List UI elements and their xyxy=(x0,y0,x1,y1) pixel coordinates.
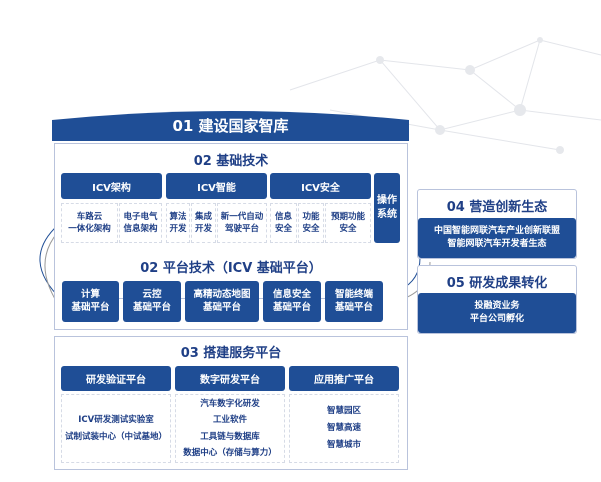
group-header-icv-arch: ICV架构 xyxy=(61,173,162,199)
platform-box: 高精动态地图 基础平台 xyxy=(185,281,259,322)
service-item: 工具链与数据库 xyxy=(200,431,260,442)
tech-cell: 集成 开发 xyxy=(191,203,216,243)
group-header-icv-intel: ICV智能 xyxy=(166,173,267,199)
service-item: ICV研发测试实验室 xyxy=(78,414,154,425)
group-header-icv-security: ICV安全 xyxy=(270,173,371,199)
s03-title: 03 搭建服务平台 xyxy=(180,346,282,361)
service-header: 应用推广平台 xyxy=(289,366,399,391)
roof-banner xyxy=(52,111,409,141)
service-list: 汽车数字化研发 工业软件 工具链与数据库 数据中心（存储与算力） xyxy=(175,394,285,463)
service-item: 智慧园区 xyxy=(326,406,361,416)
service-header: 数字研发平台 xyxy=(175,366,285,391)
s04-body: 中国智能网联汽车产业创新联盟 智能网联汽车开发者生态 xyxy=(418,218,576,258)
platform-box: 计算 基础平台 xyxy=(62,281,119,322)
service-list: ICV研发测试实验室 试制试装中心（中试基地） xyxy=(61,394,171,463)
platform-title: 02 平台技术（ICV 基础平台） xyxy=(140,261,322,276)
tech-cell: 功能 安全 xyxy=(298,203,324,243)
platform-box: 智能终端 基础平台 xyxy=(325,281,383,322)
s03-frame xyxy=(54,336,408,470)
s01-title: 01 建设国家智库 xyxy=(172,117,289,135)
platform-box: 信息安全 基础平台 xyxy=(263,281,321,322)
service-list: 智慧园区 智慧高速 智慧城市 xyxy=(289,394,399,463)
tech-cell: 新一代自动 驾驶平台 xyxy=(217,203,267,243)
tech-cell: 算法 开发 xyxy=(166,203,190,243)
service-item: 数据中心（存储与算力） xyxy=(183,447,277,458)
os-box: 操作 系统 xyxy=(374,173,400,243)
tech-cell: 车路云 一体化架构 xyxy=(61,203,118,243)
service-item: 工业软件 xyxy=(212,415,247,426)
platform-box: 云控 基础平台 xyxy=(123,281,181,322)
service-item: 试制试装中心（中试基地） xyxy=(64,431,167,442)
s04-title: 04 营造创新生态 xyxy=(446,200,548,215)
s05-title: 05 研发成果转化 xyxy=(446,276,548,291)
service-header: 研发验证平台 xyxy=(61,366,171,391)
service-item: 汽车数字化研发 xyxy=(200,399,260,410)
service-item: 智慧城市 xyxy=(326,440,361,450)
s02-title: 02 基础技术 xyxy=(193,154,269,169)
service-item: 智慧高速 xyxy=(326,423,361,433)
tech-cell: 电子电气 信息架构 xyxy=(119,203,162,243)
tech-cell: 预期功能 安全 xyxy=(325,203,371,243)
s05-body: 投融资业务 平台公司孵化 xyxy=(418,293,576,333)
tech-cell: 信息 安全 xyxy=(270,203,297,243)
